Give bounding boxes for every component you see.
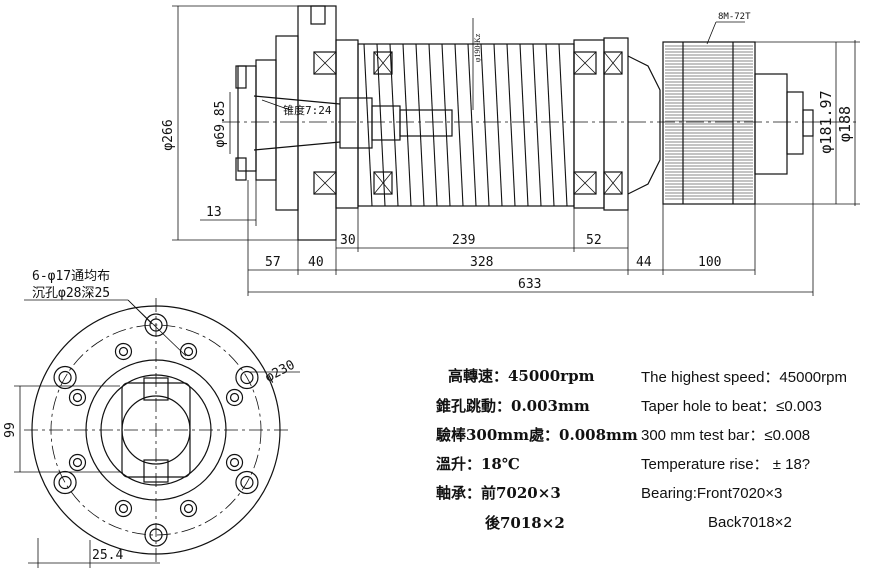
- dimension-lines: [172, 5, 860, 296]
- spiral-groove: [376, 43, 386, 207]
- bearing-hatching: [313, 51, 623, 195]
- spiral-groove: [480, 43, 490, 207]
- spiral-groove: [532, 43, 542, 207]
- hole-inner: [72, 392, 83, 403]
- spiral-groove: [428, 43, 438, 207]
- hole-inner: [240, 370, 254, 385]
- dim-25-4: 25.4: [92, 548, 123, 563]
- hole-outer: [114, 499, 133, 518]
- spiral-groove: [493, 43, 503, 207]
- spec-cn-2: 錐孔跳動：0.003mm: [436, 397, 590, 415]
- dim-99: 99: [3, 422, 18, 438]
- dim-dia-69-85: φ69.85: [213, 101, 228, 148]
- dim-40: 40: [308, 255, 324, 270]
- hole-outer: [53, 365, 77, 390]
- spec-en-6: Back7018×2: [708, 514, 792, 531]
- hole-outer: [235, 470, 259, 495]
- hole-outer: [144, 313, 168, 337]
- spec-cn-3: 驗棒300mm處：0.008mm: [436, 426, 638, 444]
- taper-note: 锥度7:24: [283, 103, 332, 117]
- hole-outer: [68, 453, 87, 472]
- hole-inner: [118, 346, 129, 357]
- dim-57: 57: [265, 255, 281, 270]
- hole-inner: [183, 346, 194, 357]
- hole-outer: [144, 523, 168, 547]
- hole-inner: [118, 503, 129, 514]
- spec-en-1: The highest speed：45000rpm: [641, 369, 847, 386]
- dim-100: 100: [698, 255, 721, 270]
- spec-en-3: 300 mm test bar：≤0.008: [641, 427, 810, 444]
- spiral-groove: [454, 43, 464, 207]
- dim-633: 633: [518, 277, 541, 292]
- dim-328: 328: [470, 255, 493, 270]
- dim-dia-230: φ230: [263, 358, 298, 386]
- hole-outer: [225, 388, 244, 407]
- dim-dia-266: φ266: [161, 119, 176, 150]
- spiral-groove: [389, 43, 399, 207]
- spec-en-4: Temperature rise： ± 18?: [641, 456, 810, 473]
- specs-english: The highest speed：45000rpm Taper hole to…: [641, 369, 847, 531]
- dim-13: 13: [206, 205, 222, 220]
- spiral-groove: [402, 43, 412, 207]
- hole-inner: [229, 457, 240, 468]
- belt-label: 8M-72T: [718, 12, 751, 22]
- dim-dia-188: φ188: [836, 106, 854, 142]
- dim-239: 239: [452, 233, 475, 248]
- spiral-groove: [415, 43, 425, 207]
- tool-label: φ190-Kz: [473, 33, 482, 62]
- hole-inner: [229, 392, 240, 403]
- spiral-groove: [467, 43, 477, 207]
- dim-dia-181-97: φ181.97: [817, 90, 835, 153]
- hole-outer: [53, 470, 77, 495]
- specs-chinese: 高轉速：45000rpm 錐孔跳動：0.003mm 驗棒300mm處：0.008…: [436, 367, 638, 532]
- hole-outer: [68, 388, 87, 407]
- spiral-groove: [519, 43, 529, 207]
- spec-cn-5: 軸承：前7020×3: [436, 484, 561, 502]
- counterbore-note: 沉孔φ28深25: [32, 286, 110, 301]
- hole-inner: [149, 318, 163, 332]
- spec-en-2: Taper hole to beat：≤0.003: [641, 398, 822, 415]
- spindle-side-view: [235, 5, 814, 241]
- hole-outer: [235, 365, 259, 390]
- hole-inner: [240, 475, 254, 490]
- spiral-groove: [558, 43, 568, 207]
- spec-en-5: Bearing:Front7020×3: [641, 485, 782, 502]
- mounting-holes: [53, 313, 259, 547]
- cooling-spiral: [363, 43, 568, 207]
- spiral-groove: [363, 43, 373, 207]
- hole-inner: [58, 370, 72, 385]
- spiral-groove: [545, 43, 555, 207]
- hole-inner: [72, 457, 83, 468]
- spec-cn-6: 後7018×2: [484, 514, 565, 532]
- spiral-groove: [506, 43, 516, 207]
- dim-30: 30: [340, 233, 356, 248]
- hole-inner: [183, 503, 194, 514]
- spindle-front-view: [24, 298, 288, 562]
- hole-inner: [149, 528, 163, 542]
- hole-outer: [179, 499, 198, 518]
- dim-44: 44: [636, 255, 652, 270]
- front-dimensions: [14, 299, 300, 568]
- spec-cn-1: 高轉速：45000rpm: [448, 367, 595, 385]
- hole-outer: [225, 453, 244, 472]
- holes-note: 6-φ17通均布: [32, 269, 110, 284]
- hole-outer: [114, 342, 133, 361]
- dim-52: 52: [586, 233, 602, 248]
- hole-inner: [58, 475, 72, 490]
- spec-cn-4: 溫升：18℃: [436, 455, 520, 473]
- spiral-groove: [441, 43, 451, 207]
- pulley-teeth: [665, 45, 753, 200]
- hole-outer: [179, 342, 198, 361]
